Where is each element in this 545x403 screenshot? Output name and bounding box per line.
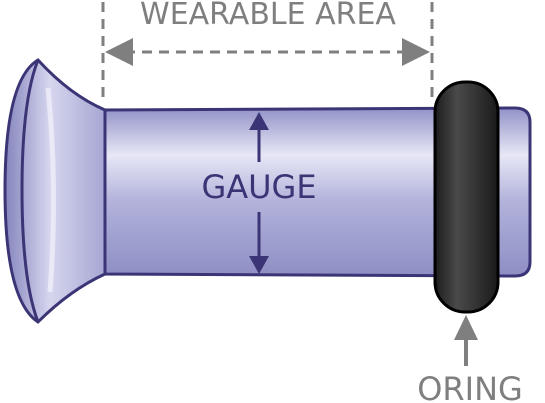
oring-callout: ORING [417,315,523,403]
tube-flare-highlight [45,87,57,293]
oring-band [433,80,500,314]
wearable-area-label: WEARABLE AREA [140,0,396,32]
gauge-bottom-arrowhead [249,256,269,274]
tube-barrel [93,106,532,278]
gauge-top-arrowhead [249,112,269,130]
gauge-dimension: GAUGE [201,112,317,274]
tunnel-tube [3,58,532,324]
oring [433,80,500,314]
tube-flare-rim [20,59,40,323]
gauge-label: GAUGE [201,168,316,206]
wearable-area-left-arrowhead [105,38,133,66]
wearable-area-right-arrowhead [402,38,430,66]
oring-pointer-arrowhead [454,315,478,340]
oring-label: ORING [417,370,523,403]
wearable-area-dimension: WEARABLE AREA [101,0,434,100]
